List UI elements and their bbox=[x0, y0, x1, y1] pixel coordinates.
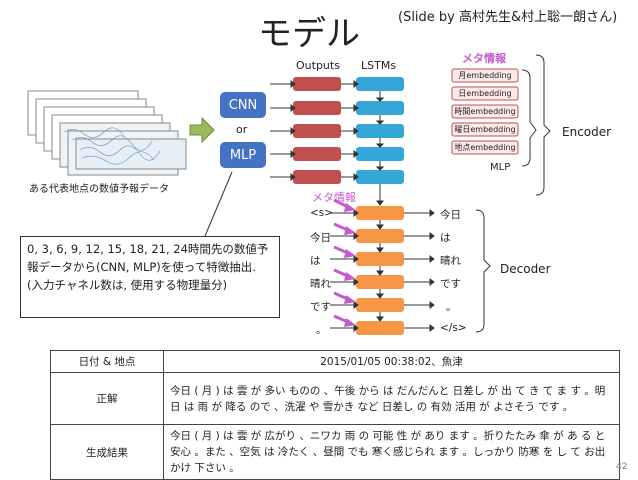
encoder-label: Encoder bbox=[562, 125, 612, 139]
table-key-generated: 生成結果 bbox=[50, 424, 164, 480]
decoder-bracket bbox=[475, 209, 491, 333]
embedding-boxes bbox=[451, 68, 519, 155]
encoder-stack bbox=[293, 77, 404, 184]
meta-mid-label: メタ情報 bbox=[312, 191, 356, 204]
dec-output-5: </s> bbox=[440, 322, 467, 334]
feature-note: 0, 3, 6, 9, 12, 15, 18, 21, 24時間先の数値予報デー… bbox=[20, 236, 280, 318]
dec-input-0: <s> bbox=[310, 207, 334, 219]
table-value-answer: 今日 ( 月 ) は 雲 が 多い ものの 、午後 から は だんだんと 日差し… bbox=[163, 372, 620, 425]
left-caption: ある代表地点の数値予報データ bbox=[29, 184, 169, 195]
cnn-box bbox=[220, 92, 266, 118]
slide-credit: (Slide by 高村先生&村上聡一朗さん) bbox=[398, 10, 618, 25]
slide-title: モデル bbox=[258, 14, 360, 54]
meta-arrows bbox=[333, 198, 356, 327]
dec-output-3: です bbox=[440, 278, 461, 290]
dec-input-1: 今日 bbox=[310, 232, 331, 244]
mlp-box bbox=[220, 142, 266, 168]
dec-output-1: は bbox=[440, 232, 451, 244]
table-row: 正解 今日 ( 月 ) は 雲 が 多い ものの 、午後 から は だんだんと … bbox=[50, 372, 620, 425]
lstms-label: LSTMs bbox=[361, 59, 397, 72]
data-map-stack bbox=[27, 90, 187, 176]
meta-top-label: メタ情報 bbox=[462, 52, 506, 65]
mlp-label: MLP bbox=[229, 147, 257, 163]
encoder-bracket bbox=[521, 69, 537, 167]
decoder-stack bbox=[356, 206, 404, 335]
or-label: or bbox=[236, 123, 248, 136]
example-table: 日付 & 地点 2015/01/05 00:38:02、魚津 正解 今日 ( 月… bbox=[50, 350, 620, 480]
dec-output-2: 晴れ bbox=[440, 255, 461, 267]
dec-input-2: は bbox=[310, 255, 321, 267]
table-key-answer: 正解 bbox=[50, 372, 164, 425]
table-value-generated: 今日 ( 月 ) は 雲 が 広がり 、ニワカ 雨 の 可能 性 が あり ます… bbox=[163, 424, 620, 480]
dec-input-3: 晴れ bbox=[310, 278, 331, 290]
outputs-label: Outputs bbox=[296, 59, 340, 72]
table-row: 日付 & 地点 2015/01/05 00:38:02、魚津 bbox=[50, 350, 620, 373]
note-pointer bbox=[204, 171, 233, 237]
input-arrow bbox=[189, 116, 215, 144]
dec-output-0: 今日 bbox=[440, 209, 461, 221]
dec-input-5: 。 bbox=[316, 324, 327, 336]
embedding-month: 月embedding bbox=[458, 71, 512, 80]
dec-output-4: 。 bbox=[446, 301, 457, 313]
embedding-time: 時間embedding bbox=[454, 107, 516, 116]
embedding-weekday: 曜日embedding bbox=[454, 125, 516, 134]
page-number: 42 bbox=[616, 462, 628, 472]
table-key-date: 日付 & 地点 bbox=[50, 350, 164, 373]
cnn-label: CNN bbox=[228, 97, 258, 113]
table-row: 生成結果 今日 ( 月 ) は 雲 が 広がり 、ニワカ 雨 の 可能 性 が … bbox=[50, 424, 620, 480]
mlp-small-label: MLP bbox=[490, 162, 511, 173]
dec-input-4: です bbox=[310, 301, 331, 313]
decoder-label: Decoder bbox=[500, 262, 551, 276]
embedding-location: 地点embedding bbox=[454, 143, 516, 152]
embedding-day: 日embedding bbox=[458, 89, 512, 98]
table-value-date: 2015/01/05 00:38:02、魚津 bbox=[163, 350, 620, 373]
